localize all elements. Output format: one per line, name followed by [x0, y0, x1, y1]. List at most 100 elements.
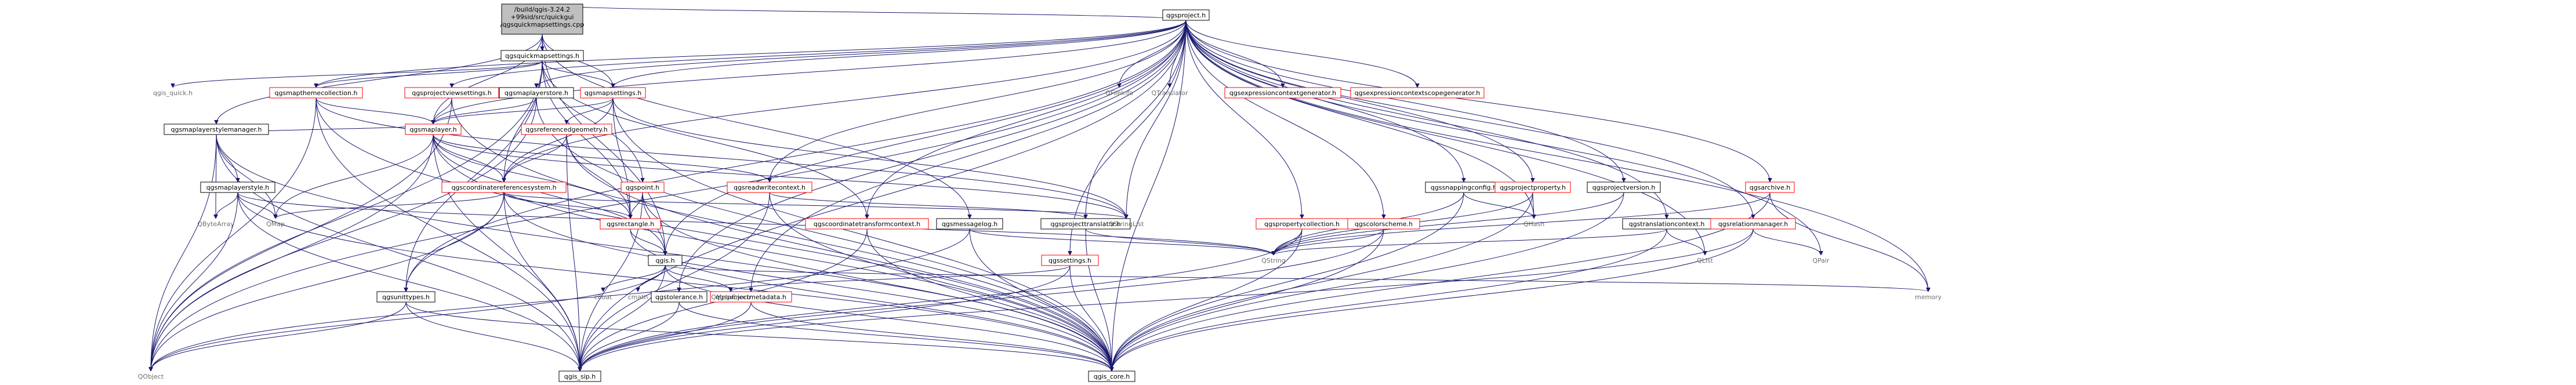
node-archive[interactable]: qgsarchive.h	[1745, 181, 1795, 193]
node-box-archive	[1745, 181, 1795, 193]
edge-mtc-to-ml	[315, 97, 433, 125]
node-qp[interactable]: qgsproject.h	[1162, 9, 1210, 21]
node-box-ml	[405, 124, 462, 135]
edge-qp-to-ms	[613, 20, 1187, 88]
node-mlsm[interactable]: qgsmaplayerstylemanager.h	[164, 124, 269, 135]
node-msglog[interactable]: qgsmessagelog.h	[936, 218, 1003, 230]
node-label-rg: qgsreferencedgeometry.h	[525, 126, 607, 133]
node-box-qgish	[648, 255, 683, 266]
node-snap[interactable]: qgssnappingconfig.h	[1425, 181, 1503, 193]
node-mls[interactable]: qgsmaplayerstore.h	[499, 87, 574, 99]
node-ecsg[interactable]: qgsexpressioncontextscopegenerator.h	[1350, 87, 1485, 99]
node-label-qtrans: QTranslator	[1151, 89, 1188, 97]
edge-rg-to-qgissip	[566, 134, 580, 371]
node-box-qms	[500, 50, 584, 61]
node-box-mls	[499, 87, 574, 99]
edge-ml-to-qgish	[433, 134, 665, 255]
edge-mlst-to-qgissip	[237, 192, 580, 371]
node-pver[interactable]: qgsprojectversion.h	[1587, 181, 1661, 193]
node-qgissip[interactable]: qgis_sip.h	[558, 371, 601, 382]
edge-ml-to-qobject	[151, 134, 434, 371]
node-qgsquick: qgis_quick.h	[153, 89, 193, 97]
edge-msglog-to-qgiscore	[969, 228, 1112, 371]
node-label-pvs: qgsprojectviewsettings.h	[412, 89, 492, 97]
node-mlst[interactable]: qgsmaplayerstyle.h	[200, 181, 275, 193]
edge-pt-to-rect	[630, 192, 643, 219]
edge-qms-to-qgsquick	[173, 60, 543, 88]
edge-crs-to-qgiscore	[503, 192, 1112, 371]
edge-qp-to-mls	[536, 20, 1187, 88]
edge-pmeta-to-qgissip	[580, 302, 752, 371]
node-tol[interactable]: qgstolerance.h	[651, 291, 708, 303]
node-relmgr[interactable]: qgsrelationmanager.h	[1710, 218, 1796, 230]
node-qgish[interactable]: qgis.h	[648, 255, 683, 266]
node-cscheme[interactable]: qgscolorscheme.h	[1347, 218, 1420, 230]
node-pcoll[interactable]: qgspropertycollection.h	[1256, 218, 1348, 230]
node-pvs[interactable]: qgsprojectviewsettings.h	[404, 87, 499, 99]
node-pmeta[interactable]: qgsprojectmetadata.h	[710, 291, 792, 303]
node-label-qmap: QMap	[266, 220, 285, 228]
node-rect[interactable]: qgsrectangle.h	[600, 218, 661, 230]
node-label-msglog: qgsmessagelog.h	[942, 220, 997, 228]
edge-qp-to-tol	[679, 20, 1187, 292]
node-label-pver: qgsprojectversion.h	[1592, 184, 1656, 191]
node-label-ml: qgsmaplayer.h	[409, 126, 456, 133]
node-label-qpair: QPair	[1812, 257, 1830, 264]
node-qgiscore[interactable]: qgis_core.h	[1088, 371, 1135, 382]
edge-mtc-to-qgiscore	[315, 97, 1112, 371]
node-ctc[interactable]: qgscoordinatetransformcontext.h	[805, 218, 929, 230]
node-box-cscheme	[1347, 218, 1420, 230]
node-crs[interactable]: qgscoordinatereferencesystem.h	[441, 181, 567, 193]
node-ecg[interactable]: qgsexpressioncontextgenerator.h	[1224, 87, 1341, 99]
edge-qp-to-qlist	[1185, 20, 1705, 255]
edge-qp-to-archive	[1185, 20, 1770, 182]
edge-qp-to-pver	[1185, 20, 1624, 182]
edge-qp-to-trctx	[1185, 20, 1667, 219]
edge-qp-to-crs	[504, 20, 1187, 182]
edge-archive-to-qstring	[1274, 192, 1770, 256]
node-box-settings	[1041, 255, 1099, 266]
node-label-qgsquick: qgis_quick.h	[153, 89, 193, 97]
node-memory: memory	[1915, 293, 1942, 301]
node-box-crs	[441, 181, 567, 193]
edge-ms-to-crs	[504, 97, 614, 182]
edge-qp-to-mtc	[316, 20, 1187, 88]
edge-tol-to-qgissip	[580, 302, 680, 371]
node-trctx[interactable]: qgstranslationcontext.h	[1622, 218, 1711, 230]
node-label-cscheme: qgscolorscheme.h	[1355, 220, 1413, 228]
node-ms[interactable]: qgsmapsettings.h	[580, 87, 646, 99]
node-pprop[interactable]: qgsprojectproperty.h	[1494, 181, 1571, 193]
edge-qp-to-pprop	[1185, 20, 1533, 182]
node-box-pmeta	[710, 291, 792, 303]
edge-qp-to-ptr	[1086, 20, 1187, 219]
node-ml[interactable]: qgsmaplayer.h	[405, 124, 462, 135]
node-label-pcoll: qgspropertycollection.h	[1264, 220, 1340, 228]
node-rwc[interactable]: qgsreadwritecontext.h	[727, 181, 812, 193]
node-unittypes[interactable]: qgsunittypes.h	[376, 291, 436, 303]
node-box-mtc	[269, 87, 363, 99]
node-root[interactable]: /build/qgis-3.24.2+99sid/src/quickgui/qg…	[500, 3, 585, 35]
node-ptr[interactable]: qgsprojecttranslator.h	[1040, 218, 1131, 230]
edge-mlsm-to-mlst	[216, 134, 238, 182]
edge-settings-to-qmetaenum	[731, 265, 1071, 292]
node-mtc[interactable]: qgsmapthemecollection.h	[269, 87, 363, 99]
edge-mlst-to-qstring	[237, 192, 1274, 256]
edge-qp-to-qstrlist	[1126, 20, 1187, 219]
edge-ml-to-rwc	[433, 134, 770, 183]
edge-cscheme-to-qgiscore	[1112, 228, 1384, 371]
edge-pver-to-qgiscore	[1112, 192, 1624, 371]
edge-qms-to-mtc	[316, 60, 543, 88]
node-pt[interactable]: qgspoint.h	[621, 181, 665, 193]
node-rg[interactable]: qgsreferencedgeometry.h	[521, 124, 612, 135]
node-label-mtc: qgsmapthemecollection.h	[275, 89, 358, 97]
node-qtrans: QTranslator	[1151, 89, 1188, 97]
node-box-qp	[1162, 9, 1210, 21]
edge-rg-to-qgiscore	[566, 134, 1112, 371]
edge-qp-to-cscheme	[1185, 20, 1384, 219]
node-label-relmgr: qgsrelationmanager.h	[1718, 220, 1788, 228]
edge-qms-to-unittypes	[406, 60, 543, 292]
node-label-snap: qgssnappingconfig.h	[1431, 184, 1497, 191]
edge-relmgr-to-qgissip	[580, 228, 1754, 371]
node-qms[interactable]: qgsquickmapsettings.h	[500, 50, 584, 61]
node-settings[interactable]: qgssettings.h	[1041, 255, 1099, 266]
